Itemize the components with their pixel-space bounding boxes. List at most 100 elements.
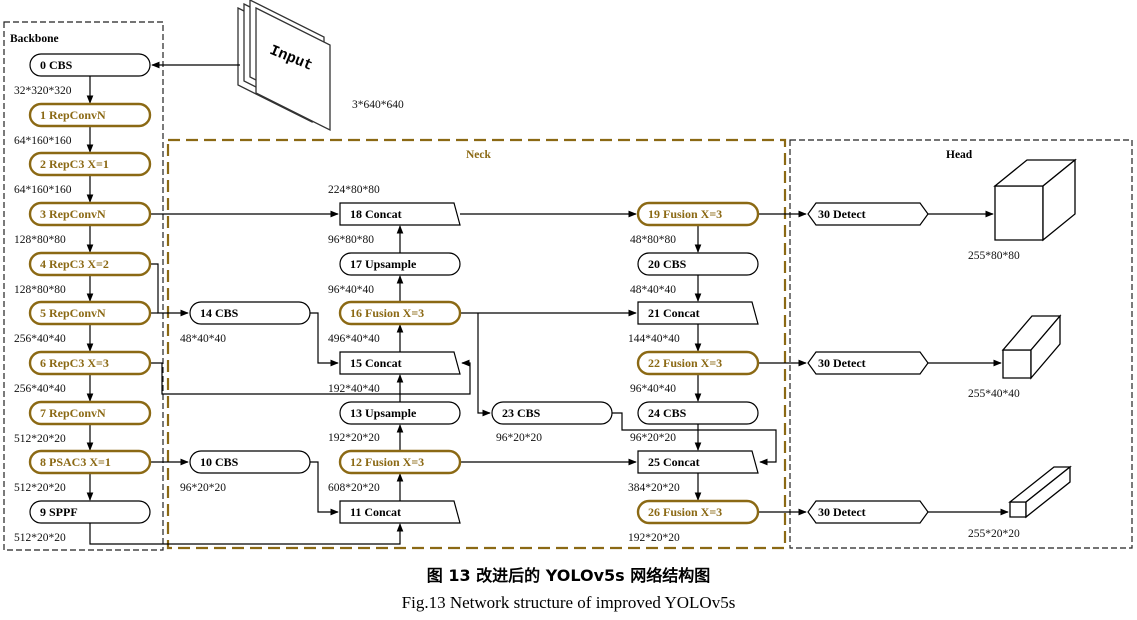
- node-n15: 15 Concat: [339, 351, 461, 375]
- dim-backbone-7: 512*20*20: [14, 433, 66, 445]
- node-n15-label: 15 Concat: [350, 356, 402, 370]
- node-n26: 26 Fusion X=3: [636, 499, 760, 525]
- node-n18: 18 Concat: [339, 202, 461, 226]
- node-n16: 16 Fusion X=3: [338, 300, 462, 326]
- node-h2-label: 30 Detect: [818, 505, 866, 519]
- node-n24: 24 CBS: [637, 401, 759, 425]
- node-b4: 4 RepC3 X=2: [28, 251, 152, 277]
- node-b2-label: 2 RepC3 X=1: [40, 157, 109, 171]
- dim-neck-n25: 384*20*20: [628, 482, 680, 494]
- dim-backbone-0: 32*320*320: [14, 85, 72, 97]
- node-n25: 25 Concat: [637, 450, 759, 474]
- node-b1-label: 1 RepConvN: [40, 108, 106, 122]
- edge-n23-n25: [612, 412, 777, 466]
- node-n20: 20 CBS: [637, 252, 759, 276]
- caption-english: Fig.13 Network structure of improved YOL…: [401, 593, 736, 612]
- node-n13: 13 Upsample: [339, 401, 461, 425]
- dim-neck-n21: 144*40*40: [628, 333, 680, 345]
- node-n13-label: 13 Upsample: [350, 406, 417, 420]
- node-n24-label: 24 CBS: [648, 406, 687, 420]
- node-b0: 0 CBS: [29, 53, 151, 77]
- edge-n16-n23: [477, 313, 491, 417]
- node-b9: 9 SPPF: [29, 500, 151, 524]
- dim-head-1: 255*40*40: [968, 388, 1020, 400]
- neck-frame: [166, 138, 787, 550]
- node-b4-label: 4 RepC3 X=2: [40, 257, 109, 271]
- node-b2: 2 RepC3 X=1: [28, 151, 152, 177]
- dim-backbone-9: 512*20*20: [14, 532, 66, 544]
- node-n22-label: 22 Fusion X=3: [648, 356, 722, 370]
- node-n10: 10 CBS: [189, 450, 311, 474]
- node-n17-label: 17 Upsample: [350, 257, 417, 271]
- dim-backbone-8: 512*20*20: [14, 482, 66, 494]
- detect-output-cube-medium: [1001, 314, 1062, 380]
- node-b5-label: 5 RepConvN: [40, 306, 106, 320]
- network-diagram: Backbone Neck Head Input 3*640*640 0 CBS…: [3, 0, 1133, 551]
- dim-neck-n20: 48*40*40: [630, 284, 676, 296]
- node-b0-label: 0 CBS: [40, 58, 73, 72]
- node-n22: 22 Fusion X=3: [636, 350, 760, 376]
- node-b6: 6 RepC3 X=3: [28, 350, 152, 376]
- dim-neck-n19: 48*80*80: [630, 234, 676, 246]
- node-n10-label: 10 CBS: [200, 455, 239, 469]
- dim-neck-n18: 224*80*80: [328, 184, 380, 196]
- edge-n10-n11: [310, 461, 339, 516]
- dim-neck-n14: 48*40*40: [180, 333, 226, 345]
- node-n16-label: 16 Fusion X=3: [350, 306, 424, 320]
- node-h1-label: 30 Detect: [818, 356, 866, 370]
- node-n17: 17 Upsample: [339, 252, 461, 276]
- neck-title: Neck: [466, 149, 492, 161]
- dim-neck-n16: 96*40*40: [328, 284, 374, 296]
- edge-b4-n14: [150, 263, 189, 317]
- dim-neck-n10: 96*20*20: [180, 482, 226, 494]
- node-b3: 3 RepConvN: [28, 201, 152, 227]
- node-b7-label: 7 RepConvN: [40, 406, 106, 420]
- dim-neck-n17: 96*80*80: [328, 234, 374, 246]
- input-size: 3*640*640: [352, 99, 404, 111]
- node-b8: 8 PSAC3 X=1: [28, 449, 152, 475]
- edges: [86, 61, 1009, 545]
- dim-backbone-4: 128*80*80: [14, 284, 66, 296]
- input-image-stack: Input: [237, 0, 331, 132]
- node-n23: 23 CBS: [491, 401, 613, 425]
- node-b6-label: 6 RepC3 X=3: [40, 356, 109, 370]
- node-b5: 5 RepConvN: [28, 300, 152, 326]
- node-b7: 7 RepConvN: [28, 400, 152, 426]
- node-n11-label: 11 Concat: [350, 505, 401, 519]
- dim-head-0: 255*80*80: [968, 250, 1020, 262]
- node-n14-label: 14 CBS: [200, 306, 239, 320]
- node-n19-label: 19 Fusion X=3: [648, 207, 722, 221]
- edge-n14-n15: [310, 312, 339, 367]
- node-h1: 30 Detect: [807, 351, 929, 375]
- node-n18-label: 18 Concat: [350, 207, 402, 221]
- caption-chinese: 图 13 改进后的 YOLOv5s 网络结构图: [426, 566, 711, 585]
- edge-b6-n15: [150, 359, 471, 395]
- node-n19: 19 Fusion X=3: [636, 201, 760, 227]
- node-n20-label: 20 CBS: [648, 257, 687, 271]
- dim-neck-n22: 96*40*40: [630, 383, 676, 395]
- dim-neck-n13: 192*40*40: [328, 383, 380, 395]
- node-n11: 11 Concat: [339, 500, 461, 524]
- edge-b9-n11: [89, 523, 404, 545]
- node-b9-label: 9 SPPF: [40, 505, 78, 519]
- dim-head-2: 255*20*20: [968, 528, 1020, 540]
- node-n25-label: 25 Concat: [648, 455, 700, 469]
- detect-output-cube-large: [993, 158, 1077, 242]
- dim-neck-n15: 496*40*40: [328, 333, 380, 345]
- dim-neck-n12: 192*20*20: [328, 432, 380, 444]
- dim-backbone-5: 256*40*40: [14, 333, 66, 345]
- dim-neck-n11: 608*20*20: [328, 482, 380, 494]
- node-b1: 1 RepConvN: [28, 102, 152, 128]
- dim-backbone-1: 64*160*160: [14, 135, 72, 147]
- head-title: Head: [946, 149, 973, 161]
- detect-output-cube-small: [1008, 465, 1072, 519]
- dim-neck-n26: 192*20*20: [628, 532, 680, 544]
- head-frame: [789, 139, 1133, 549]
- node-n21-label: 21 Concat: [648, 306, 700, 320]
- node-n12-label: 12 Fusion X=3: [350, 455, 424, 469]
- dim-backbone-6: 256*40*40: [14, 383, 66, 395]
- dim-backbone-3: 128*80*80: [14, 234, 66, 246]
- dimension-labels: 32*320*320 64*160*160 64*160*160 128*80*80 1…: [14, 85, 1020, 544]
- dim-backbone-2: 64*160*160: [14, 184, 72, 196]
- node-h2: 30 Detect: [807, 500, 929, 524]
